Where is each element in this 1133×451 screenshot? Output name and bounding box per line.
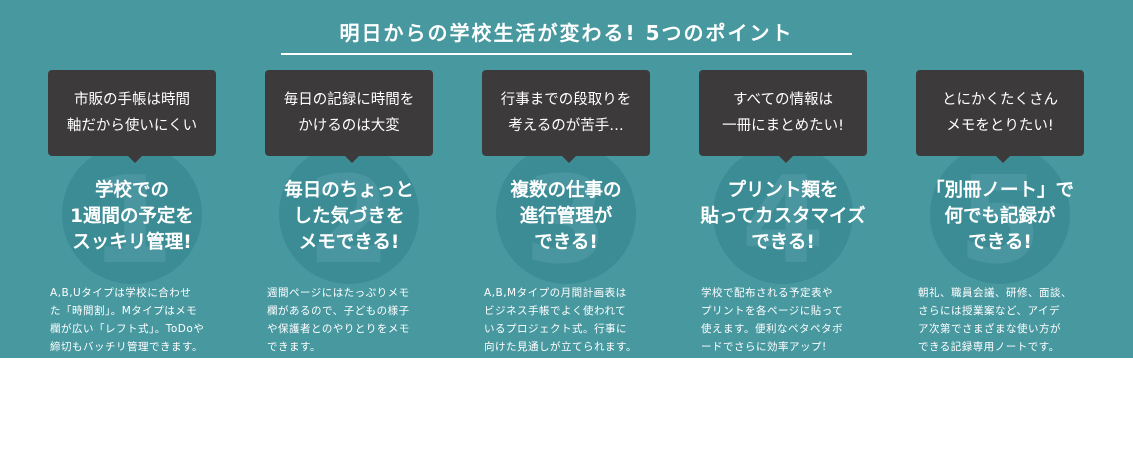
point-number: 2	[307, 152, 391, 291]
headline-line: メモできる!	[298, 232, 400, 253]
description-line: ア次第でさまざまな使い方が	[918, 323, 1061, 335]
bubble-tail	[127, 155, 143, 163]
point-description: A,B,Uタイプは学校に合わせた「時間割」。Mタイプはメモ欄が広い「レフト式」。…	[50, 284, 218, 356]
headline-line: 「別冊ノート」で	[925, 180, 1074, 201]
point-circle	[62, 144, 202, 284]
banner-title: 明日からの学校生活が変わる! 5つのポイント	[339, 21, 794, 45]
problem-bubble: とにかくたくさんメモをとりたい!	[916, 70, 1084, 156]
title-underline	[281, 53, 852, 55]
description-line: ビジネス手帳でよく使われて	[484, 305, 627, 317]
point-circle	[496, 144, 636, 284]
problem-line: 行事までの段取りを	[500, 92, 632, 108]
description-line: 欄があるので、子どもの様子	[267, 305, 410, 317]
description-line: 締切もバッチリ管理できます。	[50, 341, 203, 353]
point-circle	[713, 144, 853, 284]
problem-line: かけるのは大変	[298, 118, 400, 134]
headline-line: 1週間の予定を	[70, 206, 194, 227]
point-headline: 学校での 1週間の予定をスッキリ管理!	[48, 178, 216, 256]
headline-line: プリント類を	[727, 180, 839, 201]
description-line: 使えます。便利なペタペタボ	[701, 323, 843, 335]
headline-line: した気づきを	[293, 206, 405, 227]
point-number: 1	[90, 152, 174, 291]
problem-bubble: 行事までの段取りを考えるのが苦手…	[482, 70, 650, 156]
headline-line: できる!	[751, 232, 815, 253]
description-line: A,B,Uタイプは学校に合わせ	[50, 287, 192, 299]
problem-bubble: 毎日の記録に時間をかけるのは大変	[265, 70, 433, 156]
point-number: 4	[741, 152, 825, 291]
problem-line: 一冊にまとめたい!	[722, 118, 844, 134]
point-circle	[279, 144, 419, 284]
description-line: できる記録専用ノートです。	[918, 341, 1060, 353]
bubble-tail	[344, 155, 360, 163]
headline-line: 毎日のちょっと	[284, 180, 414, 201]
point-headline: 複数の仕事の進行管理ができる!	[482, 178, 650, 256]
point-headline: プリント類を貼ってカスタマイズできる!	[699, 178, 867, 256]
description-line: た「時間割」。Mタイプはメモ	[50, 305, 198, 317]
headline-line: 貼ってカスタマイズ	[700, 206, 866, 227]
problem-line: 毎日の記録に時間を	[283, 92, 415, 108]
point-description: 学校で配布される予定表やプリントを各ページに貼って使えます。便利なペタペタボード…	[701, 284, 869, 356]
problem-line: 市販の手帳は時間	[74, 92, 190, 108]
bubble-tail	[778, 155, 794, 163]
problem-line: とにかくたくさん	[942, 92, 1058, 108]
description-line: できます。	[267, 341, 321, 353]
point-circle	[930, 144, 1070, 284]
headline-line: できる!	[968, 232, 1032, 253]
point-description: 朝礼、職員会議、研修、面談、さらには授業案など、アイデア次第でさまざまな使い方が…	[918, 284, 1086, 356]
problem-line: 軸だから使いにくい	[66, 118, 198, 134]
description-line: 学校で配布される予定表や	[701, 287, 833, 299]
problem-bubble: すべての情報は一冊にまとめたい!	[699, 70, 867, 156]
headline-line: 複数の仕事の	[510, 180, 622, 201]
description-line: 朝礼、職員会議、研修、面談、	[918, 287, 1072, 299]
description-line: プリントを各ページに貼って	[701, 305, 844, 317]
headline-line: 進行管理が	[519, 206, 613, 227]
headline-line: 学校での	[94, 180, 169, 201]
description-line: 向けた見通しが立てられます。	[484, 341, 637, 353]
headline-line: スッキリ管理!	[72, 232, 192, 253]
point-number: 3	[524, 152, 608, 291]
description-line: A,B,Mタイプの月間計画表は	[484, 287, 627, 299]
problem-line: メモをとりたい!	[946, 118, 1054, 134]
point-headline: 毎日のちょっとした気づきをメモできる!	[265, 178, 433, 256]
bubble-tail	[995, 155, 1011, 163]
point-headline: 「別冊ノート」で何でも記録ができる!	[916, 178, 1084, 256]
description-line: ードでさらに効率アップ!	[701, 341, 827, 353]
description-line: 欄が広い「レフト式」。ToDoや	[50, 323, 205, 335]
headline-line: できる!	[534, 232, 598, 253]
point-description: A,B,Mタイプの月間計画表はビジネス手帳でよく使われているプロジェクト式。行事…	[484, 284, 652, 356]
point-number: 5	[958, 152, 1042, 291]
problem-line: 考えるのが苦手…	[508, 118, 624, 134]
description-line: 週間ページにはたっぷりメモ	[267, 287, 410, 299]
point-description: 週間ページにはたっぷりメモ欄があるので、子どもの様子や保護者とのやりとりをメモで…	[267, 284, 435, 356]
problem-bubble: 市販の手帳は時間軸だから使いにくい	[48, 70, 216, 156]
description-line: や保護者とのやりとりをメモ	[267, 323, 410, 335]
description-line: いるプロジェクト式。行事に	[484, 323, 627, 335]
problem-line: すべての情報は	[733, 92, 833, 108]
bubble-tail	[561, 155, 577, 163]
description-line: さらには授業案など、アイデ	[918, 305, 1060, 317]
headline-line: 何でも記録が	[944, 206, 1056, 227]
